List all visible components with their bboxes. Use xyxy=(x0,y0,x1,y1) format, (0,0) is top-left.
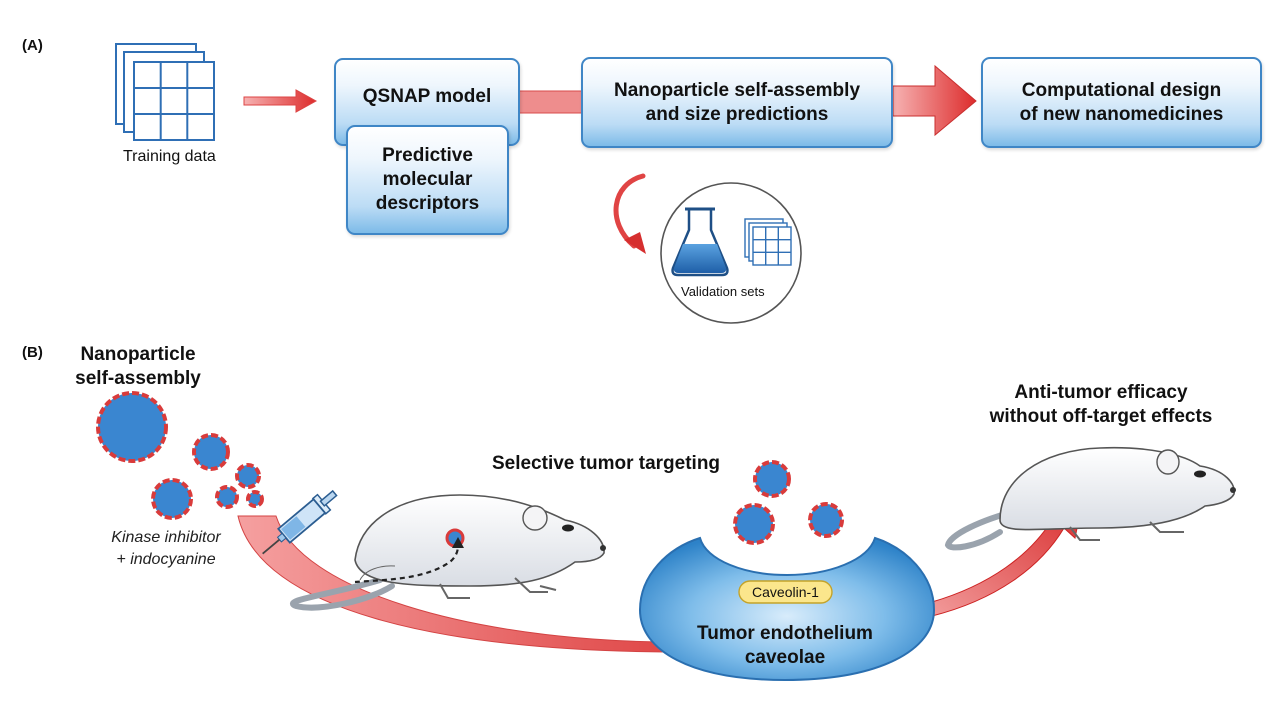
selfassembly-line-2: self-assembly xyxy=(75,368,201,389)
predictions-line-2: and size predictions xyxy=(645,103,829,125)
nanoparticle-icon xyxy=(151,478,193,520)
descriptors-line-2: molecular xyxy=(382,169,473,190)
design-line-2: of new nanomedicines xyxy=(1019,103,1224,125)
descriptors-line-3: descriptors xyxy=(375,193,480,214)
qsnap-model-label: QSNAP model xyxy=(362,86,492,107)
data-grid-icon xyxy=(115,43,215,141)
arrow-predictions-to-design xyxy=(892,64,977,137)
caveolae-line-1: Tumor endothelium xyxy=(697,623,873,644)
efficacy-line-2: without off-target effects xyxy=(989,406,1213,427)
nanoparticle-icon xyxy=(808,502,844,538)
predictions-box: Nanoparticle self-assembly and size pred… xyxy=(581,57,893,148)
mouse-icon-efficacy xyxy=(944,446,1236,551)
caveolin-badge: Caveolin-1 xyxy=(752,584,819,600)
computational-design-box: Computational design of new nanomedicine… xyxy=(981,57,1262,148)
tumor-site xyxy=(354,528,465,584)
validation-sets-caption: Validation sets xyxy=(681,284,765,299)
caveolae-shape xyxy=(638,536,936,682)
selective-targeting-title: Selective tumor targeting xyxy=(491,453,721,474)
design-line-1: Computational design xyxy=(1021,79,1222,101)
selfassembly-title: Nanoparticle self-assembly xyxy=(72,343,204,391)
descriptors-line-1: Predictive xyxy=(382,145,473,166)
caveolae-label: Tumor endothelium caveolae xyxy=(690,622,880,670)
arrow-training-to-qsnap xyxy=(243,89,318,113)
nanoparticle-icon xyxy=(235,463,261,489)
panel-b-label: (B) xyxy=(22,344,43,361)
arrow-to-validation xyxy=(613,173,646,254)
flask-icon xyxy=(671,207,729,277)
mouse-icon xyxy=(290,494,606,611)
nanoparticle-icon xyxy=(96,391,168,463)
selfassembly-line-1: Nanoparticle xyxy=(80,344,196,365)
ingredients-line-1: Kinase inhibitor xyxy=(111,529,221,546)
nanoparticle-icon xyxy=(733,503,775,545)
connector-qsnap-to-predictions xyxy=(518,90,584,114)
validation-grid-icon xyxy=(744,218,792,266)
caveolin-badge-bg xyxy=(738,580,833,604)
caveolae-line-2: caveolae xyxy=(744,647,826,668)
panel-a-label: (A) xyxy=(22,37,43,54)
nanoparticle-icon xyxy=(246,490,264,508)
predictive-descriptors-box: Predictive molecular descriptors xyxy=(346,125,509,235)
ingredients-line-2: + indocyanine xyxy=(116,551,216,568)
efficacy-line-1: Anti-tumor efficacy xyxy=(1014,382,1188,403)
nanoparticle-icon xyxy=(215,485,239,509)
efficacy-title: Anti-tumor efficacy without off-target e… xyxy=(968,381,1234,429)
ingredients-label: Kinase inhibitor + indocyanine xyxy=(94,527,238,571)
nanoparticle-icon xyxy=(753,460,791,498)
nanoparticle-cluster xyxy=(96,391,844,545)
predictions-line-1: Nanoparticle self-assembly xyxy=(613,79,861,101)
syringe-icon xyxy=(262,489,338,555)
training-data-caption: Training data xyxy=(123,148,216,165)
nanoparticle-icon xyxy=(192,433,230,471)
